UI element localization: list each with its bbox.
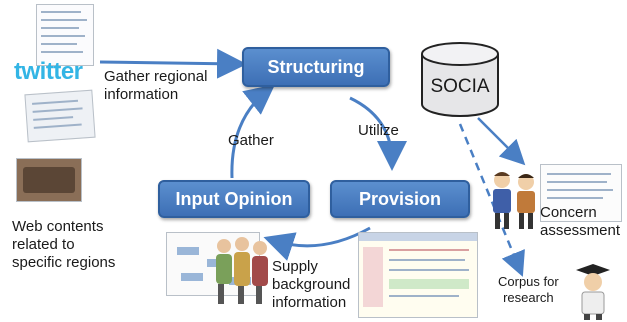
structuring-node: Structuring <box>242 47 390 87</box>
corpus-label: Corpus for research <box>498 274 559 305</box>
assessment-screenshot <box>540 164 622 222</box>
supply-arrow <box>263 226 371 261</box>
gather-label: Gather <box>228 132 274 149</box>
input-opinion-node: Input Opinion <box>158 180 310 218</box>
supply-label: Supply background information <box>272 258 351 311</box>
gather-arrow <box>230 84 276 179</box>
meeting-photo <box>16 158 82 202</box>
twitter-logo: twitter <box>14 58 83 85</box>
professor-icon <box>576 264 610 320</box>
business-people-icon <box>493 172 535 229</box>
provision-node: Provision <box>330 180 470 218</box>
web-page-thumbnail <box>36 4 94 66</box>
concern-arrow <box>477 117 526 166</box>
socia-database-icon <box>421 42 499 117</box>
corpus-arrow <box>458 123 525 277</box>
web-contents-label: Web contents related to specific regions <box>12 218 116 271</box>
citizens-group-icon <box>216 237 268 304</box>
utilize-label: Utilize <box>358 122 399 139</box>
gather-regional-label: Gather regional information <box>104 68 208 103</box>
socia-label: SOCIA <box>430 76 490 97</box>
news-thumbnail <box>24 89 96 143</box>
concern-label: Concern assessment <box>540 204 621 239</box>
gather-regional-arrow <box>99 48 247 79</box>
provision-screenshot <box>358 232 478 318</box>
utilize-arrow <box>349 96 407 171</box>
